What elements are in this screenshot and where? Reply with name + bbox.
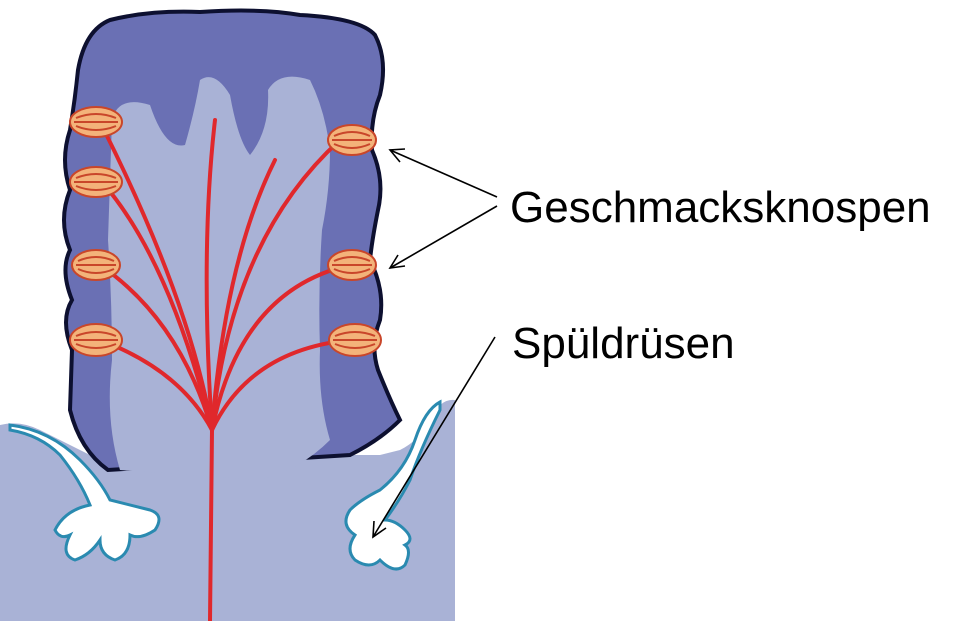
taste-bud-icon bbox=[70, 107, 122, 137]
taste-buds-label: Geschmacksknospen bbox=[510, 186, 931, 230]
taste-bud-icon bbox=[328, 125, 376, 155]
arrow-icon bbox=[390, 206, 497, 268]
arrow-icon bbox=[390, 149, 497, 197]
taste-bud-icon bbox=[72, 250, 120, 280]
rinse-glands-label: Spüldrüsen bbox=[512, 322, 735, 366]
nerve-trunk bbox=[210, 430, 212, 621]
taste-bud-icon bbox=[70, 324, 122, 356]
taste-bud-icon bbox=[329, 324, 381, 356]
taste-bud-icon bbox=[328, 250, 376, 280]
taste-bud-icon bbox=[70, 167, 122, 197]
